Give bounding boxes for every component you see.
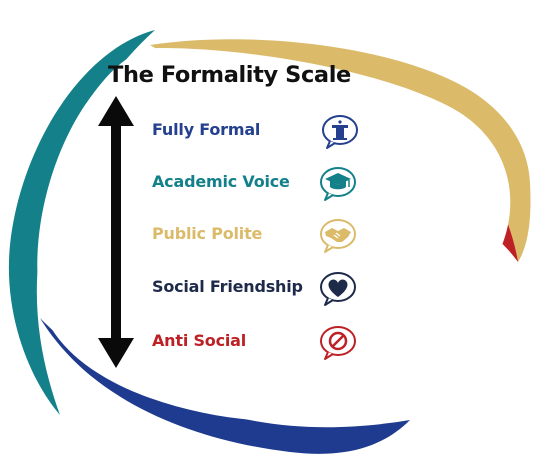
level-label: Public Polite xyxy=(152,224,263,243)
level-academic-voice: Academic Voice xyxy=(152,166,382,201)
podium-speech-bubble-icon xyxy=(322,115,358,149)
handshake-speech-bubble-icon xyxy=(320,219,356,253)
level-social-friendship: Social Friendship xyxy=(152,271,382,306)
level-label: Academic Voice xyxy=(152,172,290,191)
level-label: Social Friendship xyxy=(152,277,303,296)
level-label: Anti Social xyxy=(152,331,247,350)
diagram-title: The Formality Scale xyxy=(108,62,351,88)
teal-swoosh xyxy=(8,30,155,415)
level-public-polite: Public Polite xyxy=(152,218,382,253)
level-fully-formal: Fully Formal xyxy=(152,114,382,149)
prohibited-speech-bubble-icon xyxy=(320,326,356,360)
heart-speech-bubble-icon xyxy=(320,272,356,306)
level-anti-social: Anti Social xyxy=(152,325,382,360)
formality-arrow xyxy=(98,96,134,368)
level-label: Fully Formal xyxy=(152,120,261,139)
white-panel xyxy=(37,48,511,422)
graduation-cap-speech-bubble-icon xyxy=(320,167,356,201)
navy-swoosh xyxy=(40,318,410,454)
